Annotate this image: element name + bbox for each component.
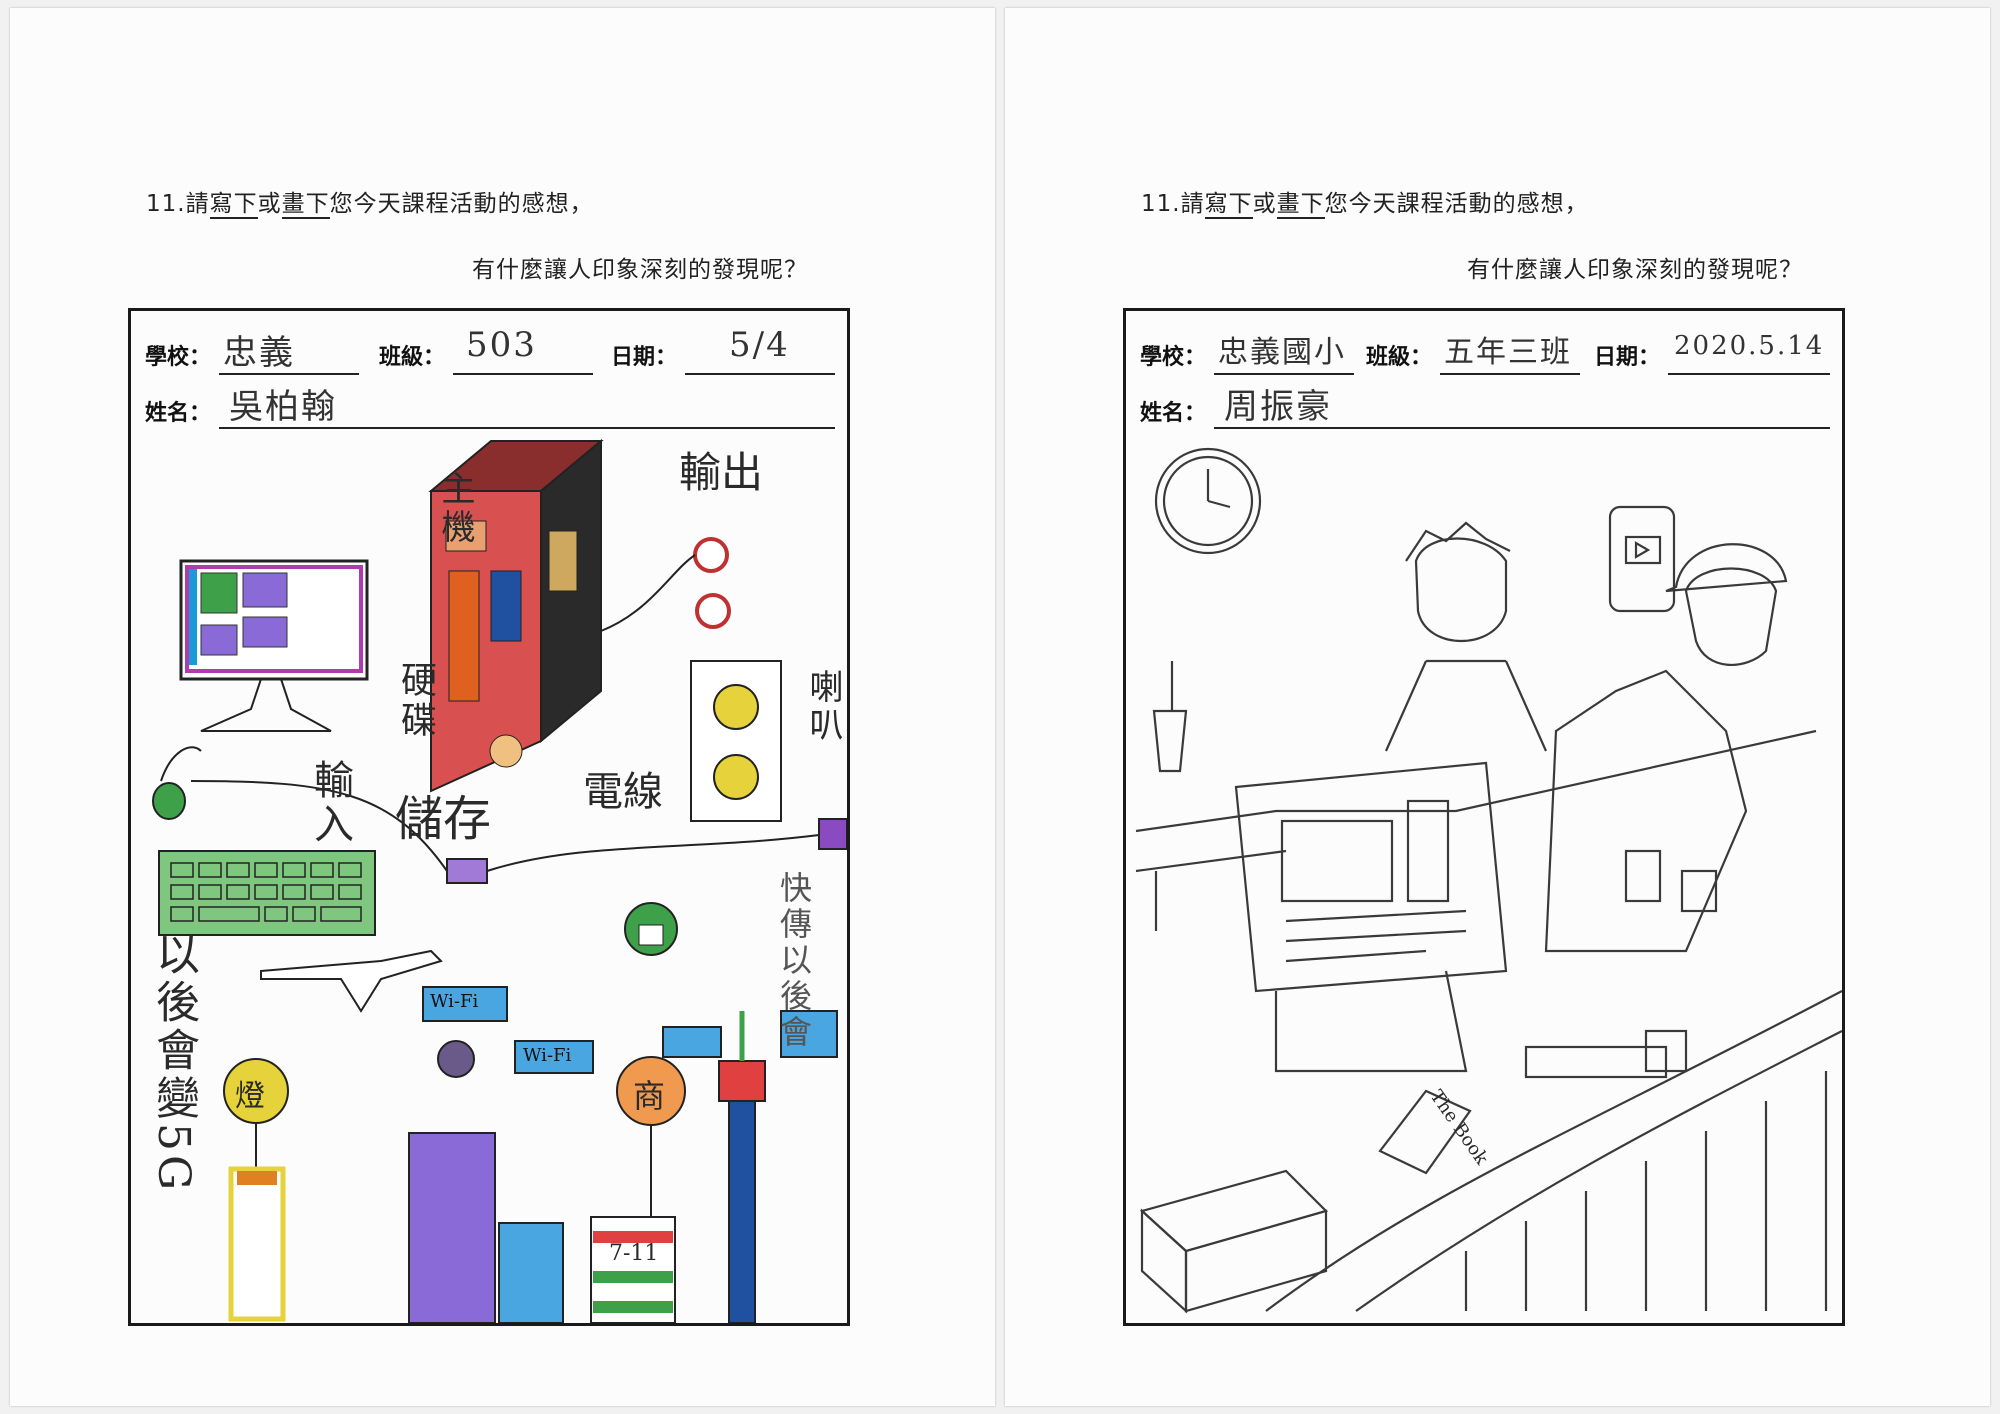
note-output: 輸出 bbox=[679, 448, 764, 497]
class-label: 班級： bbox=[1366, 345, 1433, 370]
worksheet-right: 11.請寫下或畫下您今天課程活動的感想， 有什麼讓人印象深刻的發現呢？ 學校： … bbox=[1005, 8, 1990, 1406]
class-label: 班級： bbox=[379, 345, 446, 370]
student-figure-left bbox=[1384, 521, 1548, 752]
student-drawing-computer bbox=[152, 438, 847, 1323]
student-drawing-classroom bbox=[1135, 447, 1842, 1314]
school-value: 忠義 bbox=[223, 333, 295, 373]
bubble-tea-sketch bbox=[1152, 661, 1188, 773]
building-sketch-1 bbox=[408, 1132, 496, 1323]
note-future-5g: 以後會變5G bbox=[148, 931, 199, 1195]
house-model-sketch bbox=[1544, 669, 1748, 953]
name-value: 周振豪 bbox=[1224, 387, 1332, 427]
shop-label: 商 bbox=[633, 1077, 666, 1115]
date-label: 日期： bbox=[611, 345, 678, 370]
wifi-label-1: Wi-Fi bbox=[430, 991, 479, 1012]
name-field bbox=[1214, 383, 1830, 429]
monitor-sketch bbox=[160, 559, 369, 782]
class-field bbox=[453, 329, 593, 375]
name-field bbox=[219, 383, 835, 429]
speaker-sketch bbox=[690, 660, 782, 822]
keyboard-sketch bbox=[158, 850, 376, 936]
question-line-1: 11.請寫下或畫下您今天課程活動的感想， bbox=[1141, 191, 1589, 219]
note-speaker: 喇叭 bbox=[803, 669, 843, 745]
store-label: 7-11 bbox=[609, 1241, 659, 1266]
clock-sketch bbox=[1154, 447, 1262, 555]
school-field bbox=[1214, 329, 1354, 375]
worksheet-left: 11.請寫下或畫下您今天課程活動的感想， 有什麼讓人印象深刻的發現呢？ 學校： … bbox=[10, 8, 995, 1406]
poster-board-sketch bbox=[1234, 761, 1508, 1073]
school-field bbox=[219, 329, 359, 375]
question-line-2: 有什麼讓人印象深刻的發現呢？ bbox=[1467, 257, 1803, 283]
note-cable: 電線 bbox=[583, 769, 663, 815]
school-label: 學校： bbox=[145, 345, 212, 370]
box-sketch bbox=[1139, 1169, 1329, 1314]
school-label: 學校： bbox=[1140, 345, 1207, 370]
power-strip-sketch bbox=[1524, 1029, 1688, 1079]
class-value: 503 bbox=[466, 325, 537, 365]
date-field bbox=[685, 329, 835, 375]
book-sketch bbox=[1378, 1089, 1472, 1175]
building-sketch-2 bbox=[498, 1222, 564, 1323]
class-field bbox=[1440, 329, 1580, 375]
name-label: 姓名： bbox=[145, 401, 212, 426]
wifi-label-2: Wi-Fi bbox=[523, 1045, 572, 1066]
school-value: 忠義國小 bbox=[1218, 335, 1346, 370]
radio-tower-sketch bbox=[728, 1100, 756, 1323]
question-line-2: 有什麼讓人印象深刻的發現呢？ bbox=[472, 257, 808, 283]
date-value: 2020.5.14 bbox=[1674, 331, 1825, 361]
phone-sketch bbox=[1608, 505, 1676, 613]
answer-frame: 學校： 忠義 班級： 503 日期： 5/4 姓名： 吳柏翰 bbox=[128, 308, 850, 1326]
lamp-label: 燈 bbox=[235, 1079, 265, 1114]
student-figure-right bbox=[1665, 543, 1788, 666]
name-label: 姓名： bbox=[1140, 401, 1207, 426]
note-host: 主機 bbox=[435, 471, 475, 547]
note-input: 輸入 bbox=[307, 759, 353, 847]
note-storage: 儲存 bbox=[395, 791, 492, 847]
name-value: 吳柏翰 bbox=[229, 387, 337, 427]
class-value: 五年三班 bbox=[1444, 335, 1572, 370]
question-line-1: 11.請寫下或畫下您今天課程活動的感想， bbox=[146, 191, 594, 219]
answer-frame: 學校： 忠義國小 班級： 五年三班 日期： 2020.5.14 姓名： 周振豪 bbox=[1123, 308, 1845, 1326]
date-value: 5/4 bbox=[729, 325, 790, 365]
mouse-sketch bbox=[152, 782, 186, 820]
note-disk: 硬碟 bbox=[395, 661, 436, 741]
note-future-2: 快傳以後會 bbox=[775, 871, 813, 1051]
date-field bbox=[1668, 329, 1830, 375]
date-label: 日期： bbox=[1594, 345, 1661, 370]
computer-tower-sketch bbox=[428, 438, 604, 793]
